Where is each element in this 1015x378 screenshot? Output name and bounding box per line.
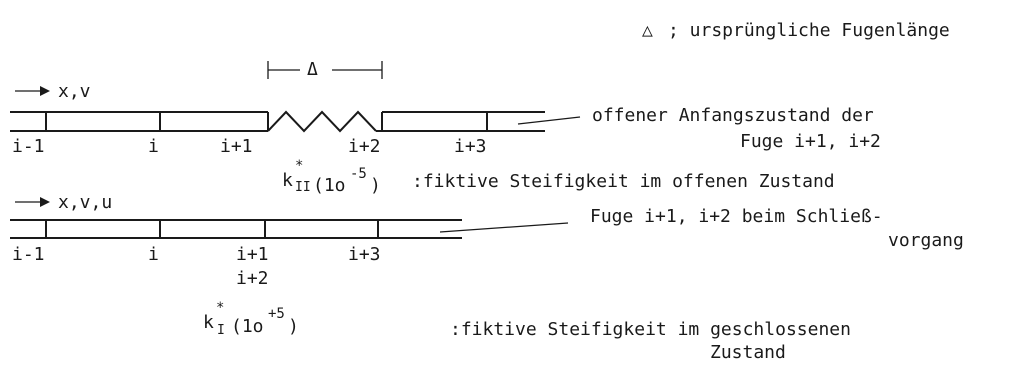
bottom-annotation-leader [439,222,569,233]
svg-text:II: II [295,180,311,195]
bottom-axis-arrow [15,197,50,207]
top-annotation-line2: Fuge i+1, i+2 [740,131,881,152]
bottom-annotation-line2: vorgang [888,230,964,251]
bottom-node-label: i+1 [236,244,269,265]
svg-text:(1o: (1o [313,175,346,196]
svg-text:*: * [295,158,303,174]
bottom-node-label: i-1 [12,244,45,265]
svg-text:+5: +5 [268,306,285,322]
bottom-node-label: i [148,244,159,265]
top-beam [10,110,545,133]
bottom-stiffness-symbol: k * I (1o +5 ) [203,300,299,338]
bottom-axis-label: x,v,u [58,192,112,213]
svg-text:): ) [288,316,299,337]
top-node-label: i-1 [12,136,45,157]
svg-text:-5: -5 [350,166,367,182]
top-node-label: i+3 [454,136,487,157]
top-stiffness-symbol: k * II (1o -5 ) [282,158,381,196]
svg-text:k: k [282,170,293,191]
svg-text:*: * [216,300,224,316]
bottom-stiffness-description-line2: Zustand [710,342,786,363]
svg-text:): ) [370,175,381,196]
bottom-merged-node-label: i+2 [236,268,269,289]
bottom-annotation-line1: Fuge i+1, i+2 beim Schließ- [590,206,883,227]
top-stiffness-description: :fiktive Steifigkeit im offenen Zustand [412,171,835,192]
top-annotation-leader [517,116,581,125]
legend-text: ; ursprüngliche Fugenlänge [668,20,950,41]
top-axis-label: x,v [58,81,91,102]
svg-text:I: I [217,323,225,338]
delta-symbol: Δ [307,59,318,80]
joint-spring [267,110,377,133]
top-node-label: i+2 [348,136,381,157]
bottom-beam [10,219,462,239]
bottom-node-label: i+3 [348,244,381,265]
top-axis-arrow [15,86,50,96]
delta-dimension-marker: Δ [267,59,383,80]
svg-text:k: k [203,312,214,333]
bottom-stiffness-description-line1: :fiktive Steifigkeit im geschlossenen [450,319,851,340]
legend-triangle-symbol: △ [642,20,653,41]
svg-text:(1o: (1o [231,316,264,337]
top-node-label: i [148,136,159,157]
top-annotation-line1: offener Anfangszustand der [592,105,874,126]
top-node-label: i+1 [220,136,253,157]
